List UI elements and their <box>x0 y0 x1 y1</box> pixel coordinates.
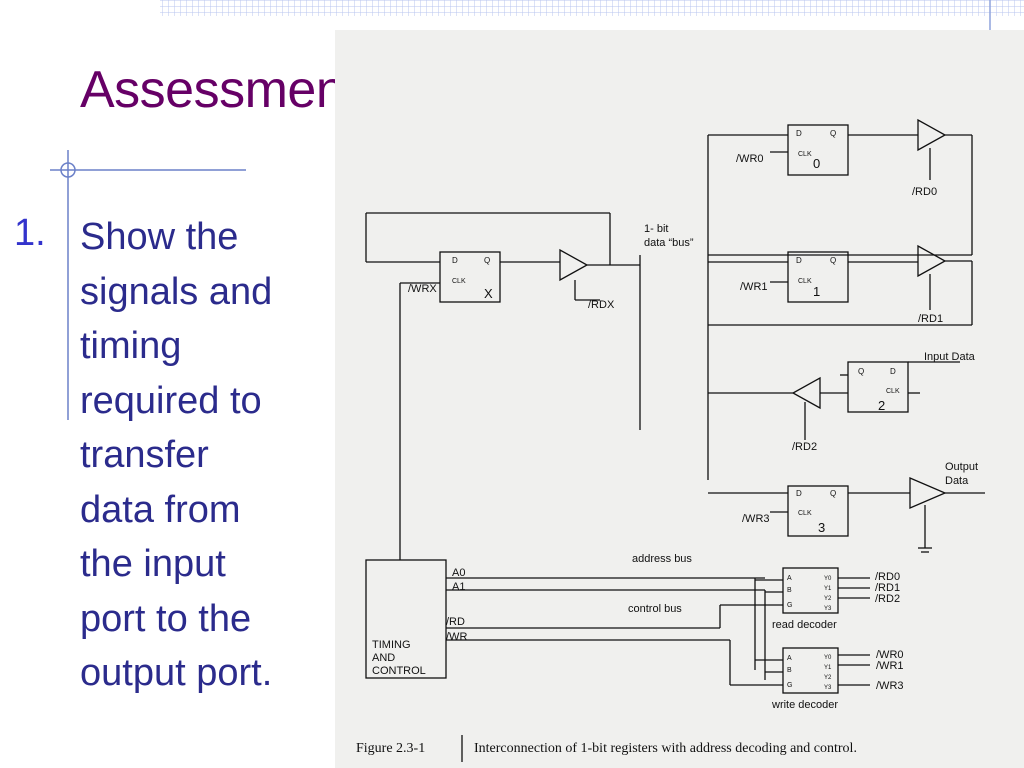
rdx-label: /RDX <box>588 299 615 311</box>
reg2-pin-d: D <box>890 367 896 376</box>
rdec-out-rd1: /RD1 <box>875 582 900 594</box>
wdec-pin-y1: Y1 <box>824 665 832 671</box>
rdec-out-rd2: /RD2 <box>875 593 900 605</box>
wdec-pin-g: G <box>787 682 792 689</box>
reg2-label: 2 <box>878 398 885 413</box>
question-line: the input <box>80 543 226 585</box>
wr-label: /WR <box>446 631 467 643</box>
regx-pin-d: D <box>452 256 458 265</box>
reg3-pin-d: D <box>796 489 802 498</box>
wdec-pin-y2: Y2 <box>824 675 832 681</box>
buffer-3 <box>909 477 947 509</box>
question-line: output port. <box>80 652 273 694</box>
question-line: required to <box>80 379 262 422</box>
top-grid-band-real <box>160 0 1024 16</box>
rd2-label: /RD2 <box>792 441 817 453</box>
reg0-label: 0 <box>813 156 820 171</box>
read-decoder-block <box>782 567 839 614</box>
register-0 <box>787 124 849 176</box>
circuit-figure: D Q CLK 0 /WR0 /RD0 D Q CLK X /WRX /RDX … <box>335 30 1024 768</box>
buffer-2 <box>791 376 821 410</box>
list-number: 1. <box>14 212 46 254</box>
reg1-pin-clk: CLK <box>798 278 812 285</box>
output-data-label-line2: Data <box>945 475 969 487</box>
a0-label: A0 <box>452 567 465 579</box>
question-line: transfer <box>80 434 209 476</box>
wdec-out-wr1: /WR1 <box>876 660 904 672</box>
question-line: Show the <box>80 216 239 258</box>
rdec-pin-a: A <box>787 575 792 582</box>
rdec-pin-b: B <box>787 587 792 594</box>
timing-label-line2: AND <box>372 652 395 664</box>
reg3-pin-q: Q <box>830 489 836 498</box>
figure-caption-text: Interconnection of 1-bit registers with … <box>474 741 857 756</box>
figure-caption-label: Figure 2.3-1 <box>356 741 425 756</box>
control-bus-label: control bus <box>628 603 682 615</box>
wdec-pin-b: B <box>787 667 792 674</box>
rdec-pin-y2: Y2 <box>824 596 832 602</box>
wrx-label: /WRX <box>408 283 437 295</box>
rd-label: /RD <box>446 616 465 628</box>
reg2-pin-q: Q <box>858 367 864 376</box>
buffer-1 <box>917 244 947 278</box>
input-data-label: Input Data <box>924 351 976 363</box>
question-line: timing <box>80 325 182 367</box>
a1-label: A1 <box>452 581 465 593</box>
rdec-pin-g: G <box>787 602 792 609</box>
regx-label: X <box>484 286 493 301</box>
rdec-pin-y3: Y3 <box>824 606 832 612</box>
reg0-pin-clk: CLK <box>798 151 812 158</box>
buffer-0 <box>917 118 947 152</box>
register-2 <box>847 361 909 413</box>
reg0-pin-q: Q <box>830 129 836 138</box>
wdec-out-wr3: /WR3 <box>876 680 904 692</box>
wdec-pin-y3: Y3 <box>824 685 832 691</box>
reg3-label: 3 <box>818 520 825 535</box>
buffer-x <box>559 248 589 282</box>
timing-label-line3: CONTROL <box>372 665 426 677</box>
wdec-out-wr0: /WR0 <box>876 649 904 661</box>
rdec-pin-y1: Y1 <box>824 586 832 592</box>
wdec-pin-y0: Y0 <box>824 655 832 661</box>
wr3-label: /WR3 <box>742 513 770 525</box>
bus-label-line1: 1- bit <box>644 223 668 235</box>
circuit-diagram: D Q CLK 0 /WR0 /RD0 D Q CLK X /WRX /RDX … <box>356 118 985 762</box>
timing-control-block <box>365 559 447 679</box>
rd1-label: /RD1 <box>918 313 943 325</box>
register-3 <box>787 485 849 537</box>
accent-circle <box>60 162 76 178</box>
write-decoder-block <box>782 647 839 694</box>
reg2-pin-clk: CLK <box>886 388 900 395</box>
reg1-pin-q: Q <box>830 256 836 265</box>
reg1-pin-d: D <box>796 256 802 265</box>
rdec-pin-y0: Y0 <box>824 576 832 582</box>
wr1-label: /WR1 <box>740 281 768 293</box>
question-text: Show the signals and timing required to … <box>80 210 340 701</box>
question-line: data from <box>80 488 241 531</box>
question-line: port to the <box>80 597 252 640</box>
register-x <box>439 251 501 303</box>
reg3-pin-clk: CLK <box>798 510 812 517</box>
rdec-out-rd0: /RD0 <box>875 571 900 583</box>
reg0-pin-d: D <box>796 129 802 138</box>
rd0-label: /RD0 <box>912 186 937 198</box>
write-decoder-label: write decoder <box>771 699 838 711</box>
regx-pin-q: Q <box>484 256 490 265</box>
regx-pin-clk: CLK <box>452 278 466 285</box>
output-data-label-line1: Output <box>945 461 978 473</box>
read-decoder-label: read decoder <box>772 619 837 631</box>
wr0-label: /WR0 <box>736 153 764 165</box>
question-line: signals and <box>80 270 273 313</box>
timing-label-line1: TIMING <box>372 639 411 651</box>
wdec-pin-a: A <box>787 655 792 662</box>
address-bus-label: address bus <box>632 553 692 565</box>
reg1-label: 1 <box>813 284 820 299</box>
bus-label-line2: data “bus” <box>644 237 694 249</box>
register-1 <box>787 251 849 303</box>
